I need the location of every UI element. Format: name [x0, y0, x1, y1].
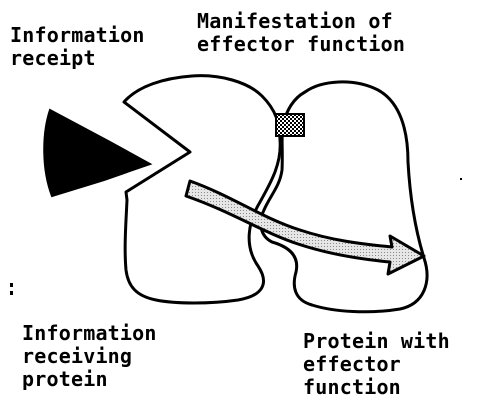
label-line: effector function — [197, 33, 405, 56]
label-line: Information — [22, 322, 157, 345]
receiving-protein-label: Information receiving protein — [22, 322, 157, 391]
information-receipt-label: Information receipt — [10, 24, 145, 70]
effector-site-patch — [276, 114, 304, 136]
label-line: function — [303, 376, 450, 399]
effector-protein-label: Protein with effector function — [303, 330, 450, 399]
label-line: Manifestation of — [197, 10, 405, 33]
signal-wedge-shape — [44, 110, 150, 196]
effector-manifestation-label: Manifestation of effector function — [197, 10, 405, 56]
label-line: Protein with — [303, 330, 450, 353]
label-line: effector — [303, 353, 450, 376]
label-line: protein — [22, 368, 157, 391]
label-line: Information — [10, 24, 145, 47]
label-line: receiving — [22, 345, 157, 368]
label-line: receipt — [10, 47, 145, 70]
